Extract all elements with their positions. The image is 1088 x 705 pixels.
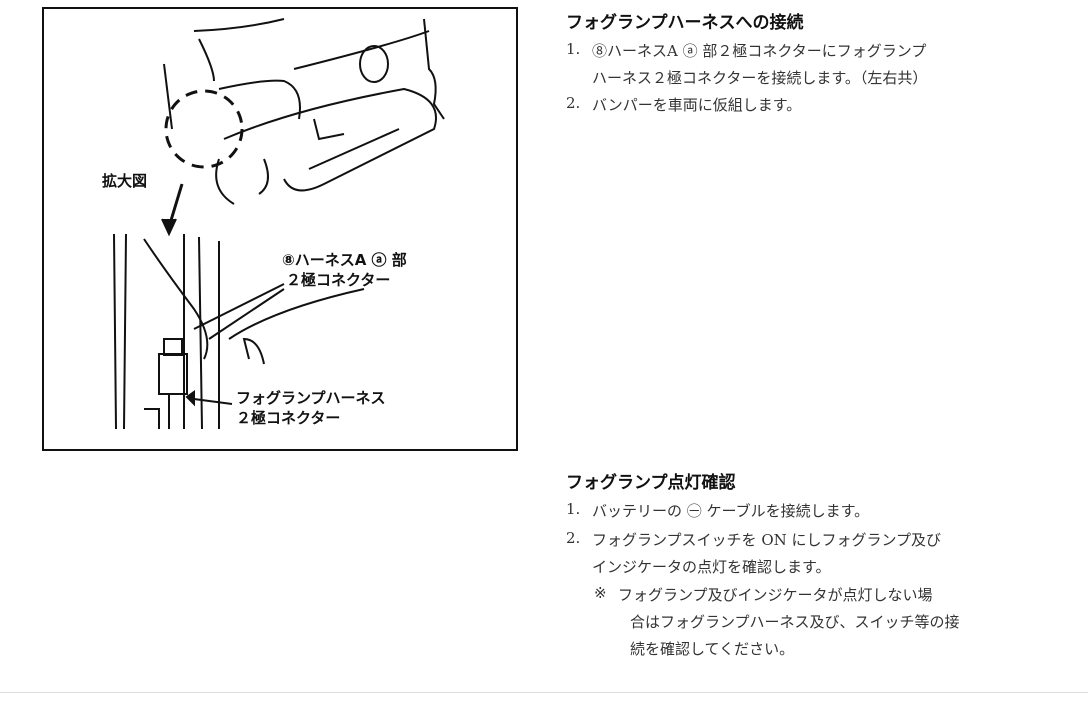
enlarged-view-label: 拡大図 [102,172,148,190]
note-text: 続を確認してください。 [630,640,795,658]
step-number: 2. [566,94,581,112]
step-text: バッテリーの ㊀ ケーブルを接続します。 [592,502,870,520]
page-bottom-divider [0,692,1088,693]
step-text: フォグランプスイッチを ON にしフォグランプ及び [592,531,942,549]
note-text: 合はフォグランプハーネス及び、スイッチ等の接 [630,613,960,631]
step-text: バンパーを車両に仮組します。 [592,96,802,114]
step-text: ハーネス２極コネクターを接続します。（左右共） [592,69,928,87]
step-text: インジケータの点灯を確認します。 [592,558,831,576]
callout-harness-a-line2: ２極コネクター [286,271,391,289]
callout-foglamp-harness-line1: フォグランプハーネス [236,389,386,407]
illustration-frame: 拡大図 ⑧ハーネスA ⓐ 部 ２極コネクター フォグランプハーネス ２極コネクタ… [42,7,518,451]
step-number: 1. [566,500,581,518]
note-text: フォグランプ及びインジケータが点灯しない場 [618,586,933,604]
callout-harness-a-line1: ⑧ハーネスA ⓐ 部 [282,251,407,269]
bumper-harness-illustration [113,18,445,430]
step-text: ⑧ハーネスA ⓐ 部２極コネクターにフォグランプ [592,42,927,60]
step-number: 1. [566,40,581,58]
section1-heading: フォグランプハーネスへの接続 [566,13,804,33]
section2-heading: フォグランプ点灯確認 [566,473,736,493]
step-number: 2. [566,529,581,547]
callout-foglamp-harness-line2: ２極コネクター [236,409,341,427]
note-mark: ※ [594,584,607,602]
